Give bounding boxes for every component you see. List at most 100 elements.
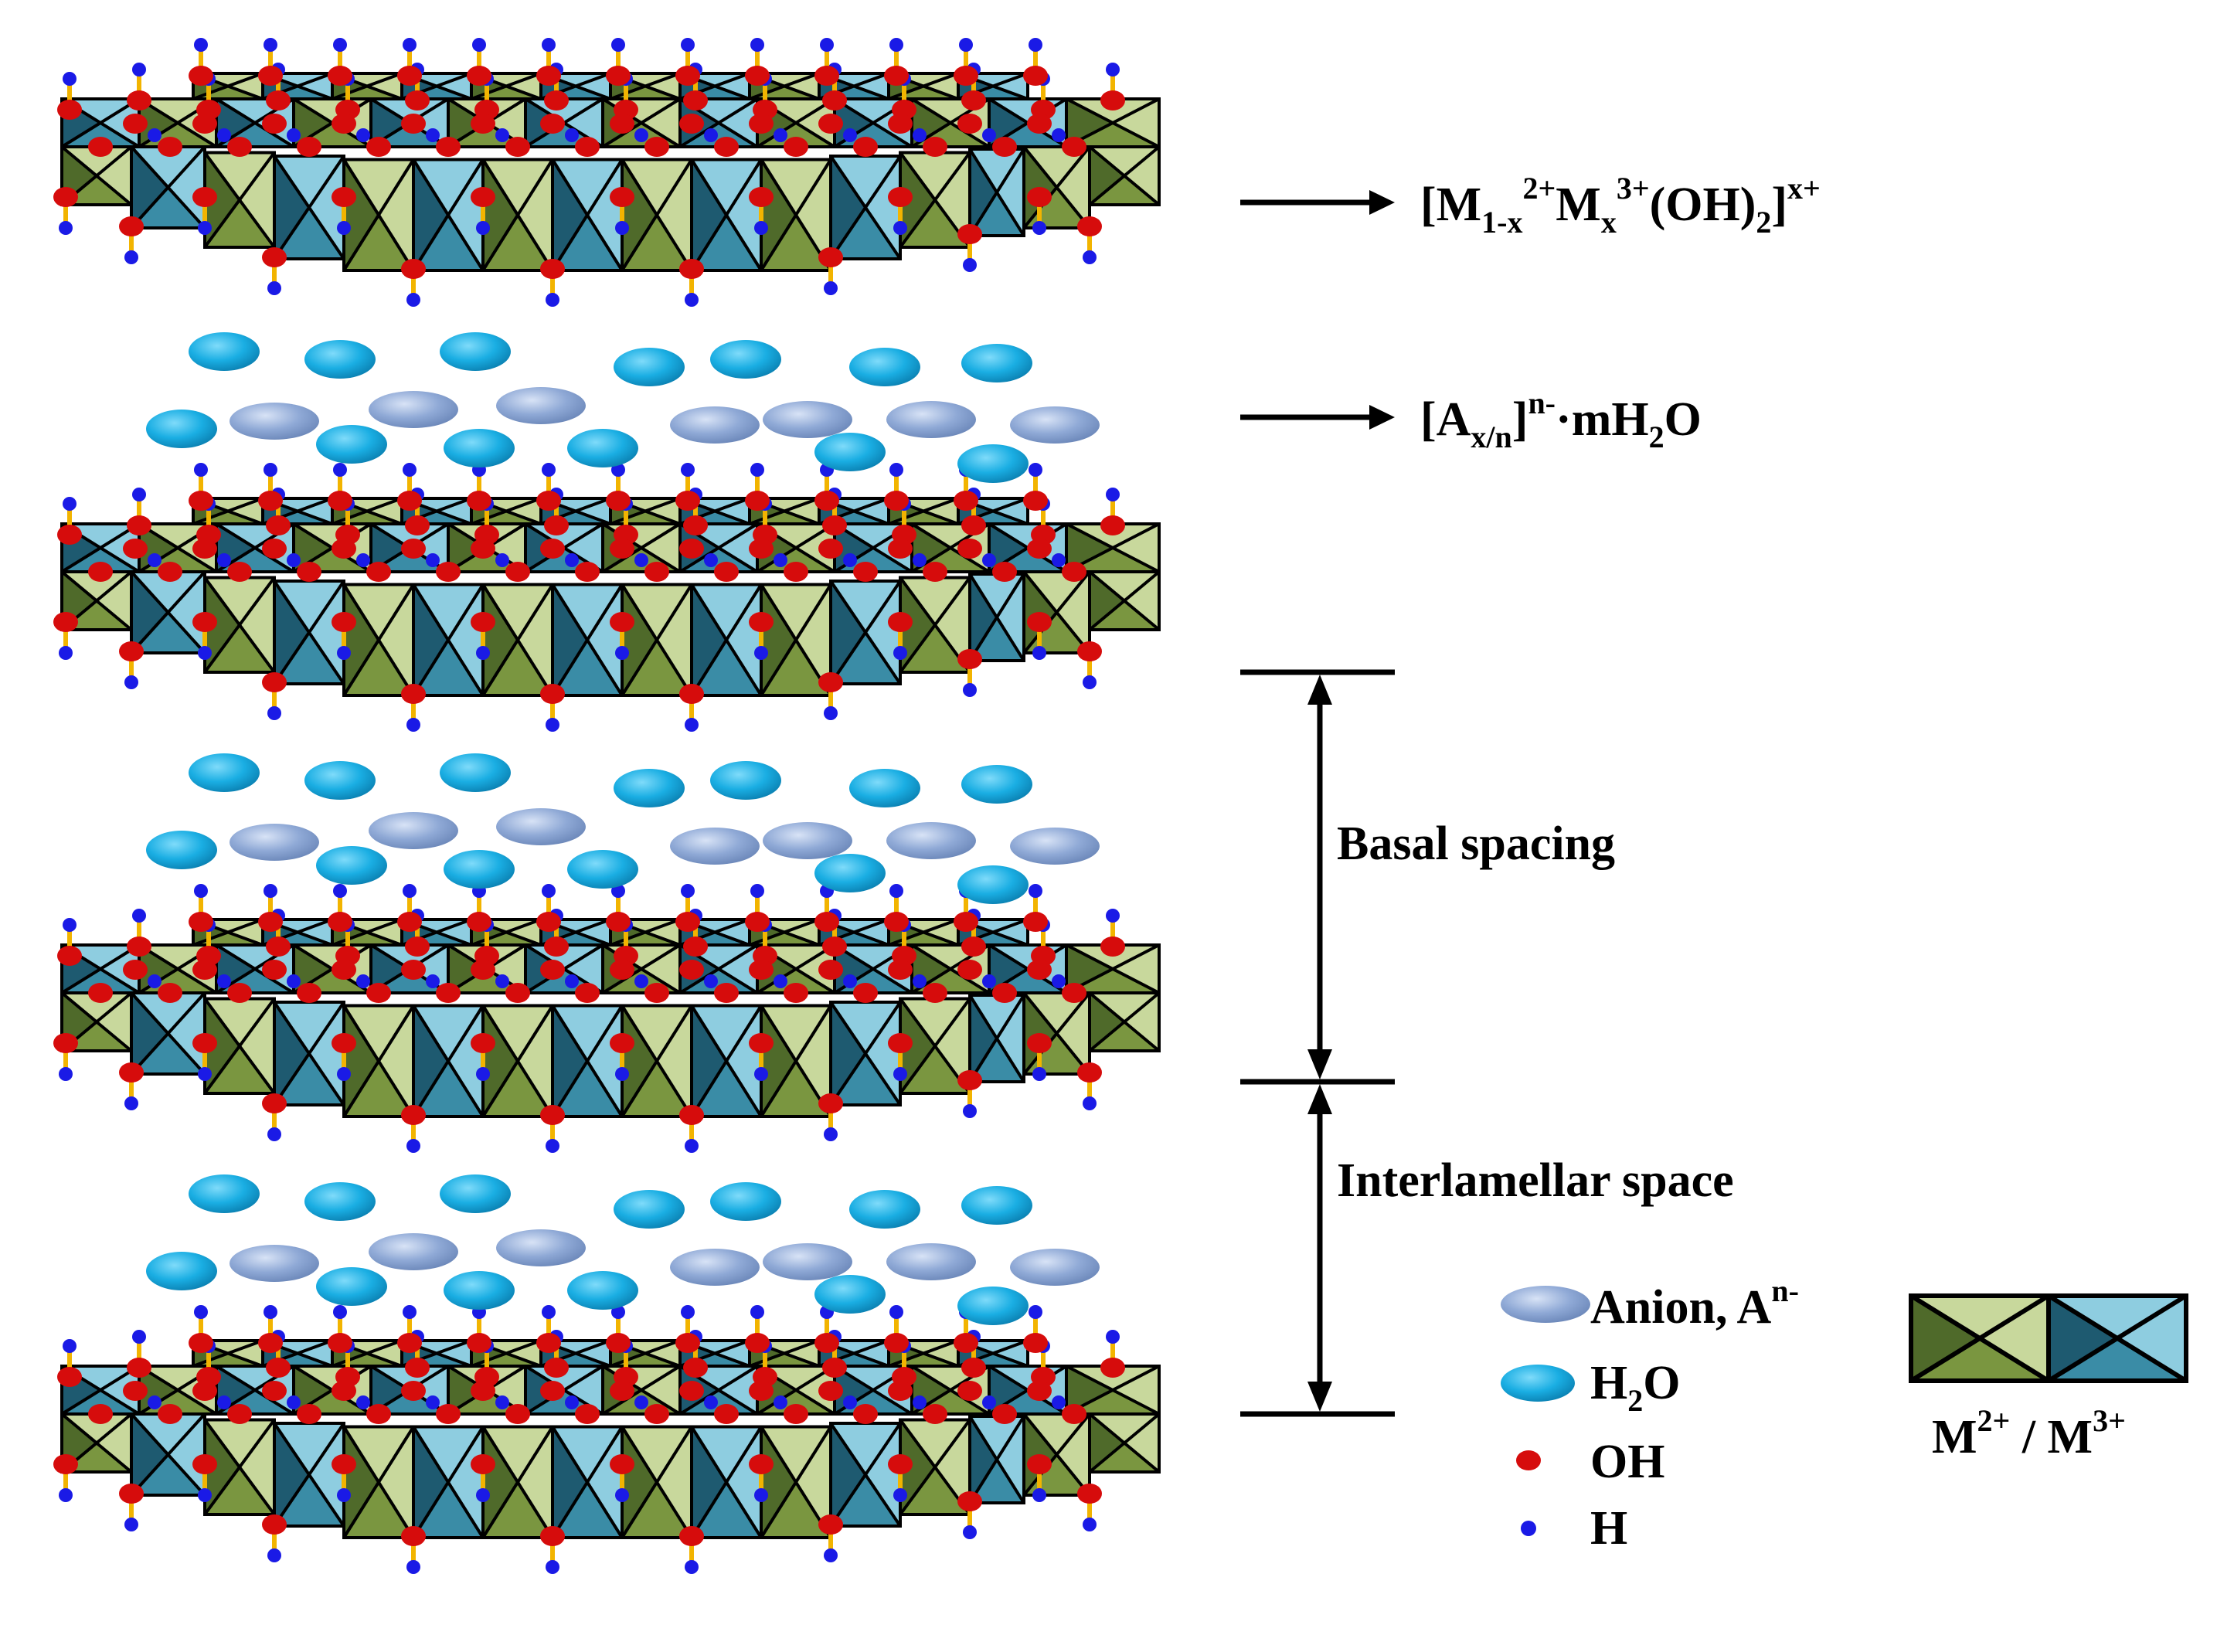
hydrogen-atom [982, 974, 996, 988]
water-legend-swatch [1501, 1365, 1575, 1402]
hydroxyl-group [328, 1305, 352, 1353]
hydroxyl-oxygen [227, 562, 252, 582]
water-molecule [304, 340, 376, 379]
hydroxyl-group [258, 463, 283, 511]
hydrogen-atom [287, 974, 301, 988]
octahedron-front [481, 1004, 554, 1118]
octahedron-front [481, 583, 554, 697]
octahedron-side [1088, 145, 1161, 206]
hydroxyl-oxygen [1062, 983, 1086, 1003]
water-molecule [614, 769, 685, 807]
water-molecule [316, 425, 387, 464]
water-molecule [146, 1252, 217, 1290]
hydroxyl-oxygen [1062, 1404, 1086, 1424]
hydroxyl-oxygen [297, 562, 321, 582]
anion-ellipse [230, 403, 319, 440]
hydrogen-atom [982, 1395, 996, 1409]
octahedron-front [130, 991, 206, 1076]
hydroxyl-group [401, 684, 426, 732]
water-molecule [189, 332, 260, 371]
hydroxyl-group [606, 38, 631, 86]
hydroxyl-oxygen [818, 114, 843, 134]
hydroxyl-oxygen [158, 983, 182, 1003]
hydroxyl-group [536, 38, 561, 86]
octahedron-front [273, 580, 345, 685]
hydroxyl-group [471, 187, 495, 235]
hydroxyl-group [536, 884, 561, 932]
hydrogen-atom [774, 974, 787, 988]
hydroxyl-group [401, 1105, 426, 1153]
hydroxyl-group [1077, 216, 1102, 264]
anion-ellipse [369, 812, 458, 849]
octahedron-side [1088, 570, 1161, 631]
hydrogen-atom [356, 128, 370, 142]
hydroxyl-group [401, 1526, 426, 1574]
hydroxyl-group [1077, 1062, 1102, 1110]
hydroxyl-oxygen [227, 1404, 252, 1424]
hydroxyl-group [814, 38, 839, 86]
hydroxyl-oxygen [540, 539, 565, 559]
hydroxyl-oxygen [575, 1404, 600, 1424]
hydroxyl-group [332, 1033, 356, 1081]
hydroxyl-group [127, 488, 151, 535]
hydrogen-atom [217, 974, 231, 988]
hydroxyl-group [192, 187, 217, 235]
hydroxyl-oxygen [749, 114, 774, 134]
hydroxyl-group [679, 1105, 704, 1153]
octahedron-front [690, 1004, 763, 1118]
hydroxyl-oxygen [992, 562, 1017, 582]
hydroxyl-group [675, 1305, 700, 1353]
hydroxyl-oxygen [888, 114, 913, 134]
legend: Anion, An- H2O OH H M2+ / M3+ [1501, 1273, 2188, 1555]
hydroxyl-oxygen [714, 562, 739, 582]
hydrogen-atom [287, 1395, 301, 1409]
anion-ellipse [1010, 828, 1100, 865]
hydroxyl-group [467, 884, 491, 932]
layer-formula-arrow [1240, 190, 1395, 215]
hydroxyl-oxygen [714, 137, 739, 157]
octahedron-front [829, 1001, 902, 1106]
octahedron-front [273, 1422, 345, 1528]
hydroxyl-oxygen [749, 1381, 774, 1401]
hydrogen-atom [148, 553, 162, 567]
hydroxyl-group [888, 1454, 913, 1502]
octahedron-front [1022, 145, 1091, 229]
hydroxyl-oxygen [88, 983, 113, 1003]
oh-legend-label: OH [1590, 1436, 1664, 1488]
hydroxyl-oxygen [957, 539, 982, 559]
anion-ellipse [763, 401, 852, 438]
hydroxyl-oxygen [123, 539, 148, 559]
hydroxyl-oxygen [1027, 539, 1052, 559]
hydroxyl-group [119, 1484, 144, 1531]
octahedron-front [412, 1425, 485, 1539]
water-molecule [304, 1182, 376, 1221]
dimension-arrowheads [1307, 675, 1332, 1412]
anion-legend-label: Anion, An- [1590, 1273, 1799, 1334]
hydrogen-atom [843, 974, 857, 988]
hydrogen-atom [774, 1395, 787, 1409]
hydrogen-atom [913, 553, 927, 567]
water-molecule [444, 429, 515, 467]
hydroxyl-group [1027, 1454, 1052, 1502]
hydroxyl-group [745, 1305, 770, 1353]
water-molecule [710, 761, 781, 800]
hydroxyl-oxygen [610, 1381, 634, 1401]
hydroxyl-oxygen [227, 983, 252, 1003]
hydroxyl-oxygen [888, 539, 913, 559]
anion-ellipse [886, 822, 976, 859]
water-molecule [849, 769, 920, 807]
anion-ellipse [886, 1243, 976, 1280]
brucite-layer [53, 884, 1161, 1153]
hydroxyl-oxygen [297, 983, 321, 1003]
hydroxyl-group [888, 1033, 913, 1081]
water-molecule [957, 1287, 1029, 1325]
hydroxyl-group [1027, 612, 1052, 660]
hydroxyl-oxygen [436, 983, 461, 1003]
water-molecule [849, 348, 920, 386]
hydroxyl-oxygen [505, 137, 530, 157]
hydroxyl-group [57, 72, 82, 120]
hydrogen-atom [356, 1395, 370, 1409]
hydroxyl-oxygen [957, 1381, 982, 1401]
hydroxyl-oxygen [853, 983, 878, 1003]
